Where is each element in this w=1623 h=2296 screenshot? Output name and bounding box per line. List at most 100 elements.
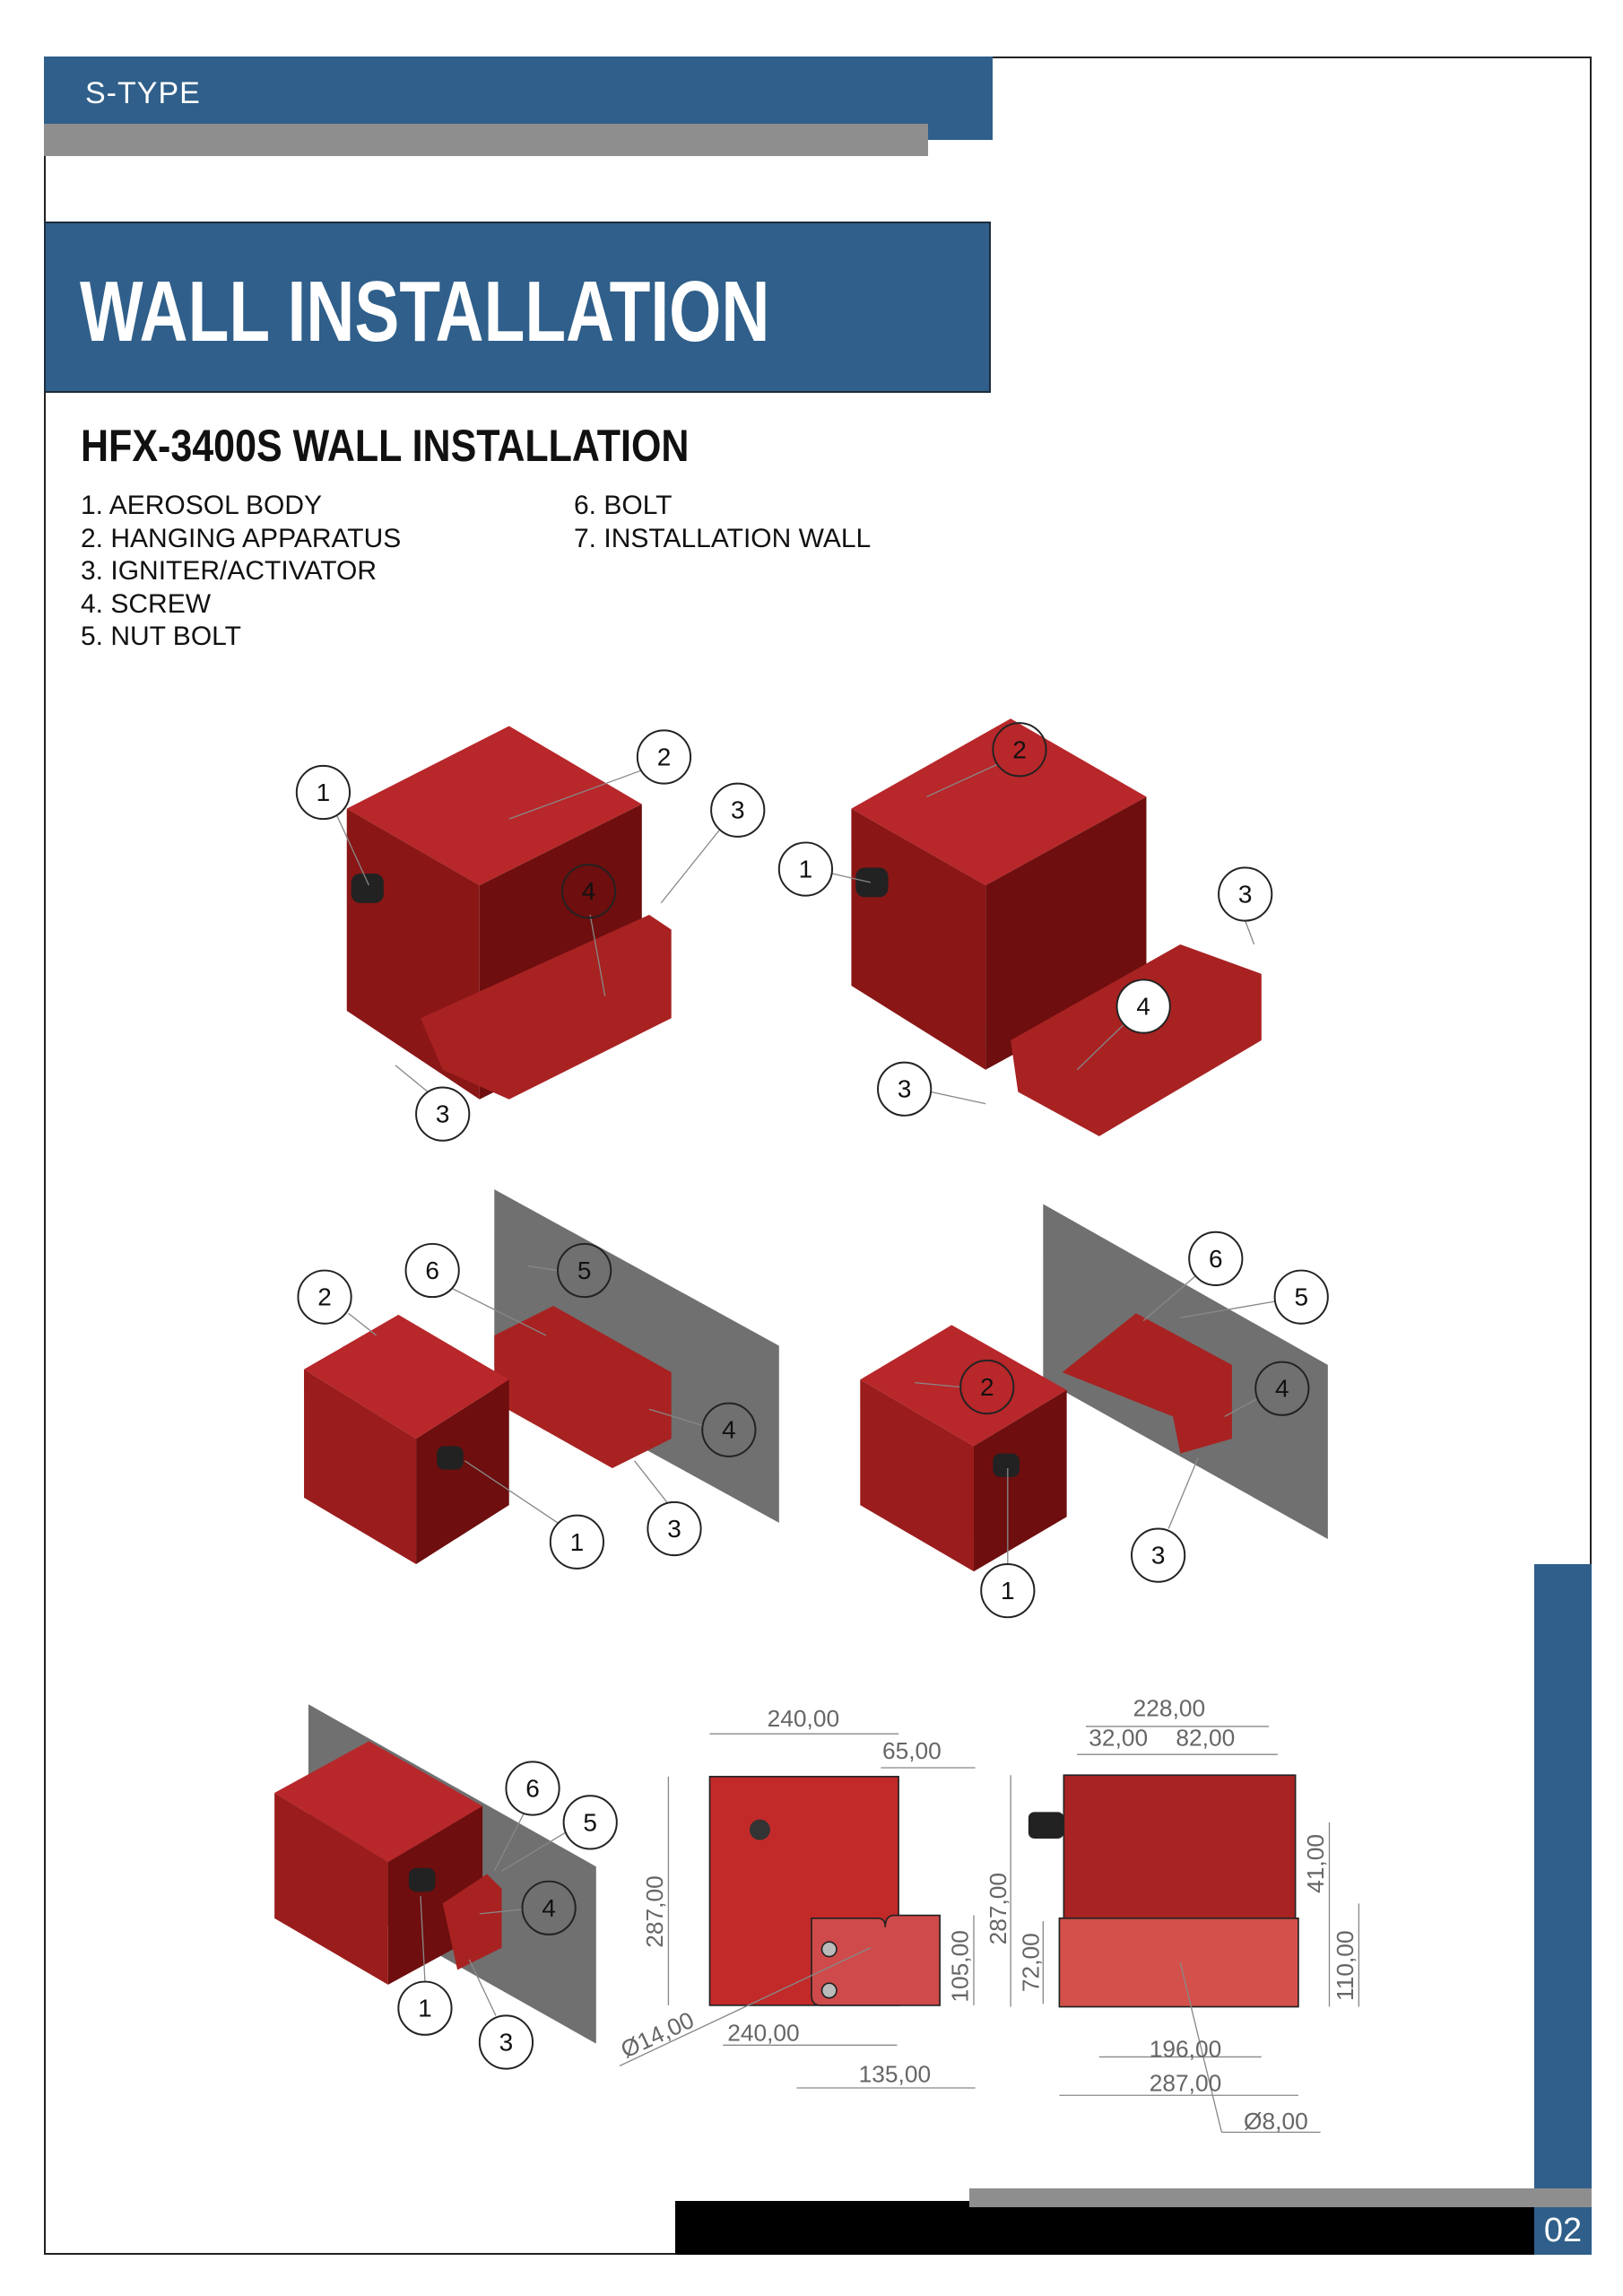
svg-text:5: 5 xyxy=(583,1808,597,1836)
page-title: WALL INSTALLATION xyxy=(80,264,770,360)
callout-marker: 6 xyxy=(404,1242,460,1299)
svg-text:6: 6 xyxy=(425,1257,439,1284)
callout-marker: 4 xyxy=(560,864,617,919)
svg-text:3: 3 xyxy=(667,1515,681,1543)
svg-text:4: 4 xyxy=(542,1894,556,1922)
svg-text:5: 5 xyxy=(577,1257,592,1284)
callout-marker: 1 xyxy=(980,1562,1036,1619)
dim-label: 228,00 xyxy=(1133,1694,1205,1721)
svg-text:2: 2 xyxy=(980,1373,994,1401)
callout-marker: 6 xyxy=(505,1761,560,1816)
footer-accent-bar xyxy=(969,2188,1592,2207)
svg-text:6: 6 xyxy=(1209,1245,1223,1273)
part-item: 3. IGNITER/ACTIVATOR xyxy=(81,556,378,586)
svg-text:1: 1 xyxy=(799,856,813,883)
svg-text:4: 4 xyxy=(1275,1375,1289,1403)
dim-label: 41,00 xyxy=(1302,1834,1329,1893)
svg-text:2: 2 xyxy=(317,1283,332,1311)
callout-marker: 3 xyxy=(877,1061,933,1117)
part-item: 5. NUT BOLT xyxy=(81,622,241,651)
dim-label: 105,00 xyxy=(946,1930,973,2002)
callouts-fig1: 1 2 3 4 3 xyxy=(295,729,766,1142)
svg-text:4: 4 xyxy=(582,877,596,905)
callout-marker: 4 xyxy=(521,1880,577,1935)
svg-text:3: 3 xyxy=(731,796,745,824)
svg-text:2: 2 xyxy=(657,744,672,771)
part-item: 6. BOLT xyxy=(574,491,673,520)
svg-text:1: 1 xyxy=(317,778,331,806)
dim-label: 110,00 xyxy=(1332,1930,1358,2001)
callout-marker: 6 xyxy=(1188,1231,1244,1286)
callouts-fig4: 2 6 5 4 3 1 xyxy=(915,1231,1329,1619)
callout-marker: 1 xyxy=(549,1514,605,1570)
dim-label: 135,00 xyxy=(859,2060,931,2087)
svg-text:6: 6 xyxy=(525,1775,540,1803)
subtitle: HFX-3400S WALL INSTALLATION xyxy=(81,421,690,471)
svg-text:3: 3 xyxy=(1238,881,1253,909)
parts-list-col2: 6. BOLT 7. INSTALLATION WALL xyxy=(574,490,871,555)
callouts-fig2: 2 1 3 4 3 xyxy=(777,722,1273,1117)
page-number: 02 xyxy=(1534,2207,1592,2255)
callout-marker: 3 xyxy=(1131,1527,1186,1583)
dim-label: 32,00 xyxy=(1089,1724,1148,1751)
callout-marker: 1 xyxy=(295,764,352,821)
callout-marker: 1 xyxy=(777,841,834,897)
svg-text:3: 3 xyxy=(1151,1542,1166,1570)
svg-text:3: 3 xyxy=(898,1075,912,1103)
callout-marker: 5 xyxy=(562,1795,618,1850)
svg-text:3: 3 xyxy=(499,2029,514,2057)
dim-label: 72,00 xyxy=(1017,1933,1044,1992)
callout-marker: 3 xyxy=(647,1500,702,1557)
parts-list-col1: 1. AEROSOL BODY 2. HANGING APPARATUS 3. … xyxy=(81,490,401,654)
header-accent-bar xyxy=(44,124,928,156)
dim-label: 287,00 xyxy=(985,1873,1011,1944)
side-view-drawing: 240,00 65,00 287,00 105,00 Ø14,00 240,00… xyxy=(617,1705,976,2089)
part-item: 2. HANGING APPARATUS xyxy=(81,523,402,553)
part-item: 4. SCREW xyxy=(81,588,212,619)
callout-marker: 2 xyxy=(636,729,692,785)
svg-text:3: 3 xyxy=(436,1100,450,1128)
callout-marker: 2 xyxy=(992,722,1047,778)
callout-marker: 4 xyxy=(1254,1361,1310,1416)
callout-marker: 1 xyxy=(397,1980,453,2036)
part-item: 7. INSTALLATION WALL xyxy=(574,523,872,553)
dim-label: 82,00 xyxy=(1176,1724,1235,1751)
svg-text:4: 4 xyxy=(722,1416,736,1444)
front-view-drawing: 228,00 32,00 82,00 287,00 72,00 41,00 11… xyxy=(985,1694,1360,2135)
footer-bar xyxy=(675,2201,1534,2255)
callouts-fig5: 6 5 4 1 3 xyxy=(397,1761,618,2070)
callout-marker: 2 xyxy=(297,1269,352,1325)
dim-label: 287,00 xyxy=(1150,2069,1221,2096)
svg-text:4: 4 xyxy=(1136,993,1150,1021)
callout-marker: 4 xyxy=(1115,978,1171,1034)
svg-text:1: 1 xyxy=(1001,1577,1015,1605)
section-label: S-TYPE xyxy=(85,76,201,110)
title-banner: WALL INSTALLATION xyxy=(44,222,991,393)
dim-label: 240,00 xyxy=(727,2019,799,2046)
svg-text:1: 1 xyxy=(570,1528,585,1556)
callout-marker: 5 xyxy=(1273,1269,1329,1325)
svg-text:1: 1 xyxy=(418,1995,432,2022)
svg-text:5: 5 xyxy=(1294,1283,1308,1311)
dim-label: 196,00 xyxy=(1150,2035,1221,2062)
dim-label: Ø8,00 xyxy=(1244,2108,1308,2135)
dim-label: 287,00 xyxy=(641,1875,668,1947)
dim-label: 240,00 xyxy=(768,1705,839,1732)
callout-marker: 3 xyxy=(415,1086,471,1142)
callout-marker: 3 xyxy=(478,2014,534,2070)
callouts-fig3: 2 6 5 4 1 3 xyxy=(297,1242,757,1570)
figure-5-mounted xyxy=(274,1704,596,2044)
part-item: 1. AEROSOL BODY xyxy=(81,491,322,520)
figure-3-wall-exploded xyxy=(304,1189,779,1564)
callout-marker: 3 xyxy=(710,782,766,838)
callout-marker: 2 xyxy=(959,1359,1015,1415)
svg-text:2: 2 xyxy=(1012,735,1027,763)
callout-marker: 3 xyxy=(1218,866,1273,922)
callout-marker: 4 xyxy=(701,1402,757,1457)
dim-label: 65,00 xyxy=(882,1737,942,1764)
figure-2-exploded xyxy=(851,718,1262,1136)
callout-marker: 5 xyxy=(557,1242,612,1299)
figure-4-wall-exploded xyxy=(860,1204,1328,1572)
dim-label: Ø14,00 xyxy=(617,2006,699,2064)
